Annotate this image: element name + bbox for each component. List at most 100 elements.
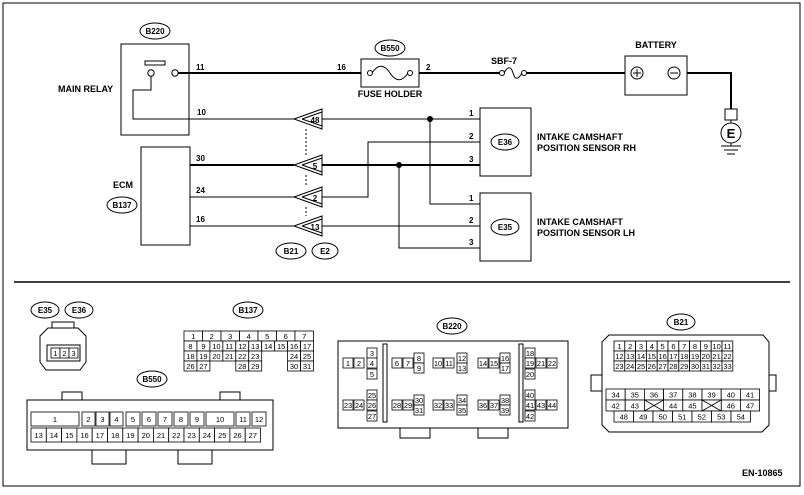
b550-pin: 5	[131, 415, 135, 424]
b21-pin: 48	[620, 412, 628, 421]
b21-pin: 25	[637, 362, 645, 371]
b220-pin-cell	[477, 357, 489, 369]
b137-pin: 14	[264, 342, 272, 351]
b550-pin-cell	[251, 411, 267, 427]
pin-jc-13: 13	[311, 223, 320, 232]
view-e36-tag	[64, 301, 94, 319]
b550-pin-cell	[157, 411, 173, 427]
view-b220-tag-text: B220	[442, 322, 462, 331]
b137-pin: 19	[199, 352, 207, 361]
b550-pin: 24	[203, 431, 211, 440]
b21-pin: 15	[648, 352, 656, 361]
ecm: ECM B137	[106, 146, 191, 246]
b220-pin-cell	[366, 368, 378, 380]
relay-contact-right	[171, 69, 179, 77]
b220-pin: 5	[370, 370, 374, 379]
b21-pin: 4	[650, 342, 654, 351]
b21-pin: 54	[737, 412, 745, 421]
b550-pin: 25	[218, 431, 226, 440]
b220-pin-cell	[413, 404, 425, 416]
b137-pin: 12	[238, 342, 246, 351]
b550-pin: 6	[147, 415, 151, 424]
view-b137-tag	[232, 301, 264, 319]
b21-pin: 24	[626, 362, 634, 371]
b220-pin-cell	[524, 368, 536, 380]
b137-pin: 4	[247, 332, 251, 341]
b137-pin: 17	[303, 342, 311, 351]
b220-pin: 32	[434, 401, 442, 410]
b220-pin: 36	[479, 401, 487, 410]
battery: BATTERY	[624, 40, 688, 96]
b550-tag-text: B550	[380, 44, 400, 53]
b220-pin: 20	[526, 370, 534, 379]
b220-pin: 13	[458, 364, 466, 373]
b220-pin: 17	[501, 364, 509, 373]
b550-foot-1	[91, 449, 127, 465]
b21-pin: 10	[712, 342, 720, 351]
b137-pin: 10	[212, 342, 220, 351]
pin-lh-3: 3	[469, 238, 474, 247]
b21-pin: 34	[611, 390, 619, 399]
sensor-rh-label-1: INTAKE CAMSHAFT	[537, 132, 623, 142]
sensor-pin: 3	[71, 349, 75, 358]
b220-pin-cell	[391, 357, 403, 369]
fuse-holder: FUSE HOLDER B550	[358, 39, 423, 99]
b220-pin-cell	[432, 357, 444, 369]
b550-pin: 1	[53, 415, 57, 424]
b550-pin: 3	[100, 415, 104, 424]
ground-e-text: E	[727, 126, 736, 141]
e35-tag-text: E35	[498, 223, 513, 232]
b137-pin: 29	[251, 362, 259, 371]
b220-pin: 4	[370, 359, 374, 368]
b220-pin-cell	[524, 410, 536, 422]
b220-pin: 18	[526, 349, 534, 358]
b137-pin-cell	[248, 360, 263, 372]
b21-pin: 50	[659, 412, 667, 421]
b550-pin: 17	[96, 431, 104, 440]
pin-jc-2: 2	[313, 194, 318, 203]
b137-pin: 5	[265, 332, 269, 341]
view-b550-tag-text: B550	[142, 375, 162, 384]
b21-pin: 42	[611, 401, 619, 410]
b220-pin-cell	[413, 362, 425, 374]
pin-fuse-2: 2	[426, 63, 431, 72]
b550-pin: 14	[50, 431, 58, 440]
view-e35-tag	[30, 301, 60, 319]
b550-pin-cell	[189, 411, 205, 427]
b21-pin: 32	[712, 362, 720, 371]
ecm-box	[140, 146, 191, 246]
b220-pin: 3	[370, 349, 374, 358]
joint-connector-2: 2	[292, 186, 323, 208]
b21-pin: 39	[707, 390, 715, 399]
b21-pin: 20	[702, 352, 710, 361]
b21-pin: 29	[680, 362, 688, 371]
b21-pin: 38	[688, 390, 696, 399]
wire-battery-ground	[687, 72, 732, 109]
b550-pin: 27	[249, 431, 257, 440]
wire-splice-lh3	[398, 165, 480, 249]
b550-pin: 10	[216, 415, 224, 424]
wire-jc2-rh2	[322, 141, 480, 198]
pin-rh-1: 1	[469, 109, 474, 118]
b550-pin: 18	[111, 431, 119, 440]
b220-pin-cell	[443, 399, 455, 411]
b220-pin: 26	[368, 401, 376, 410]
b21-pin: 30	[691, 362, 699, 371]
b550-latch-1	[61, 391, 83, 401]
view-e36-tag-text: E36	[72, 306, 87, 315]
main-relay-box	[120, 43, 190, 136]
b550-latch-2	[219, 391, 241, 401]
b550-pin-cell	[173, 411, 189, 427]
pin-fuse-16: 16	[337, 63, 346, 72]
e36-tag	[490, 133, 520, 151]
b220-pin: 8	[417, 354, 421, 363]
b21-pin: 7	[682, 342, 686, 351]
pin-lh-1: 1	[469, 194, 474, 203]
b220-pin: 39	[501, 406, 509, 415]
b21-blank-cross	[701, 399, 722, 412]
b137-pin: 30	[290, 362, 298, 371]
main-relay: MAIN RELAY B220	[58, 22, 190, 136]
